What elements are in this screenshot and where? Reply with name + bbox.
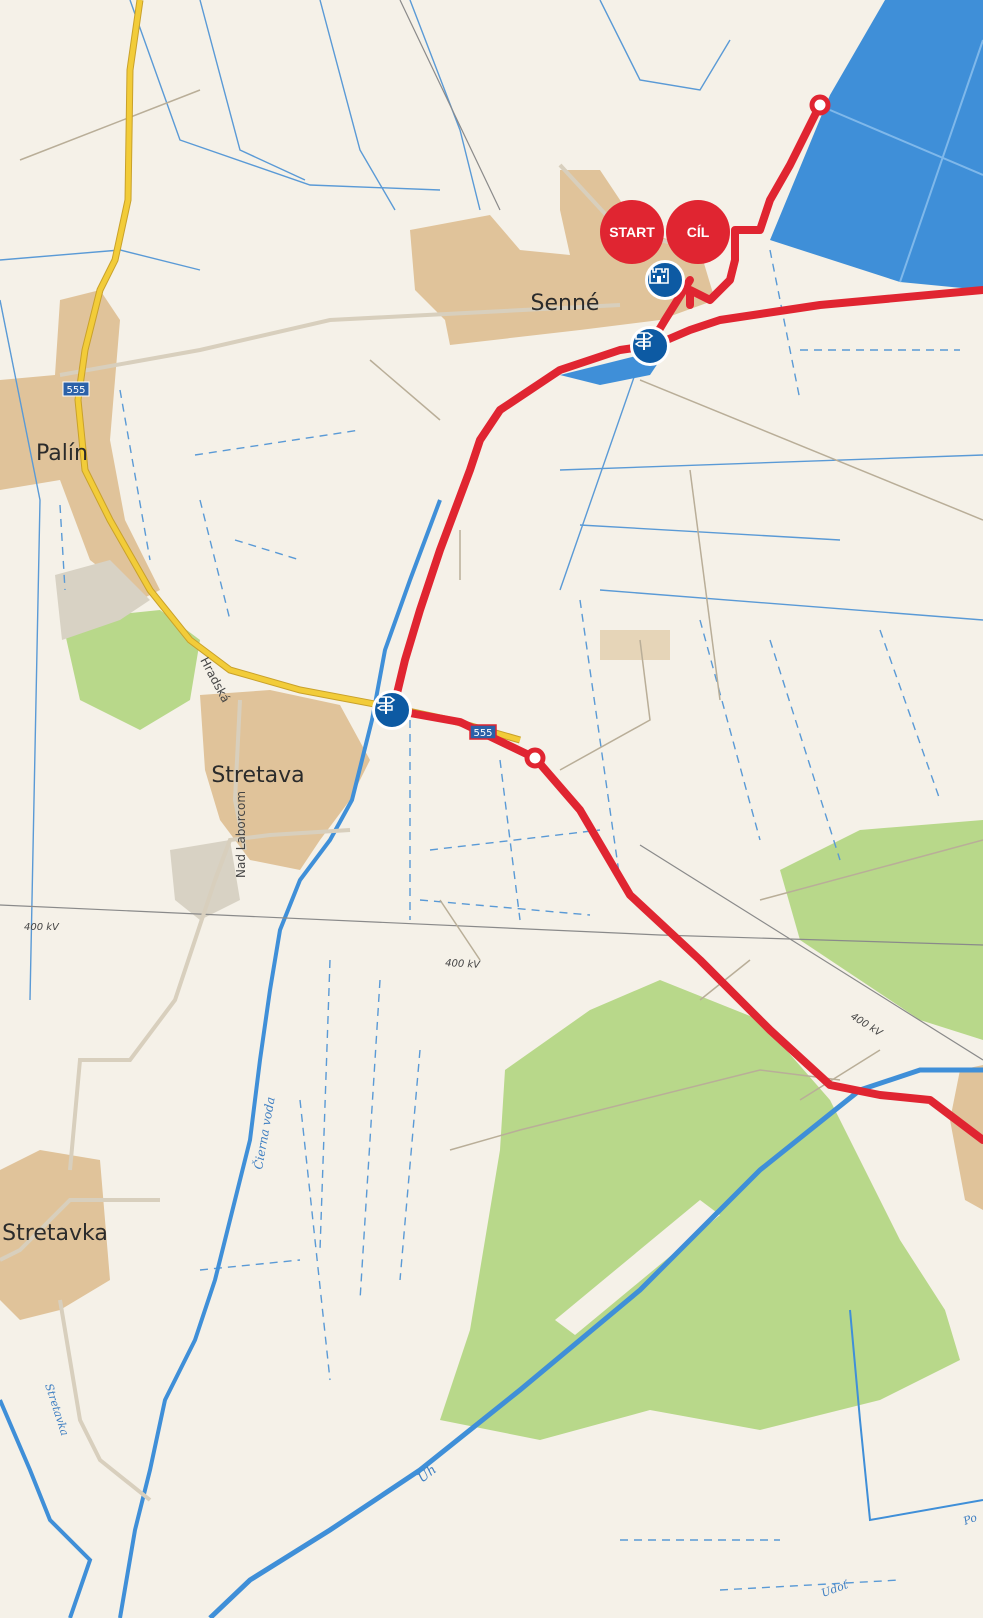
place-label-senne: Senné: [531, 291, 600, 316]
urban-stretavka: [0, 1150, 110, 1320]
power-line-label: 400 kV: [445, 958, 482, 971]
forest-area: [780, 820, 983, 1040]
signpost-glyph: [376, 696, 396, 714]
road-shield-555-palin: 555: [62, 381, 90, 397]
stream-label-po: Po: [961, 1511, 979, 1528]
svg-text:555: 555: [473, 728, 492, 739]
route-finish-marker[interactable]: CÍL: [666, 200, 730, 264]
pond-dike: [829, 109, 983, 176]
route-start-marker[interactable]: START: [600, 200, 664, 264]
power-lines: [0, 0, 983, 1061]
place-label-stretavka: Stretavka: [2, 1221, 108, 1246]
road-shield-555-stretava: 555: [469, 724, 497, 740]
road-555: [75, 0, 521, 743]
farm-buildings: [600, 630, 670, 660]
castle-glyph: [649, 268, 669, 284]
river-stretavka: [0, 1399, 93, 1618]
small-pond: [560, 355, 660, 385]
pond-dike: [899, 39, 983, 283]
place-label-palin: Palín: [36, 441, 88, 466]
signpost-icon[interactable]: [630, 326, 670, 366]
route-start-label: START: [609, 224, 655, 240]
street-label-nad-laborcom: Nad Laborcom: [234, 791, 248, 878]
urban-east: [950, 1065, 983, 1210]
signpost-glyph: [634, 332, 654, 350]
signpost-icon[interactable]: [372, 690, 412, 730]
streams: [0, 0, 983, 1001]
route-waypoint[interactable]: [809, 94, 831, 116]
river-uh: [208, 1067, 983, 1618]
urban-senne: [410, 170, 715, 345]
place-label-stretava: Stretava: [211, 763, 304, 788]
route-waypoint[interactable]: [524, 747, 546, 769]
svg-text:555: 555: [66, 385, 85, 396]
fish-pond: [770, 0, 983, 290]
cycle-route[interactable]: [389, 101, 983, 1144]
park-area: [62, 610, 200, 730]
urban-stretava: [200, 690, 370, 870]
castle-icon[interactable]: [645, 260, 685, 300]
stream-udot: [849, 1309, 983, 1522]
industrial-area: [55, 560, 150, 640]
power-line-label: 400 kV: [24, 922, 60, 933]
route-finish-label: CÍL: [686, 224, 710, 240]
forest-clearing: [555, 1200, 720, 1335]
